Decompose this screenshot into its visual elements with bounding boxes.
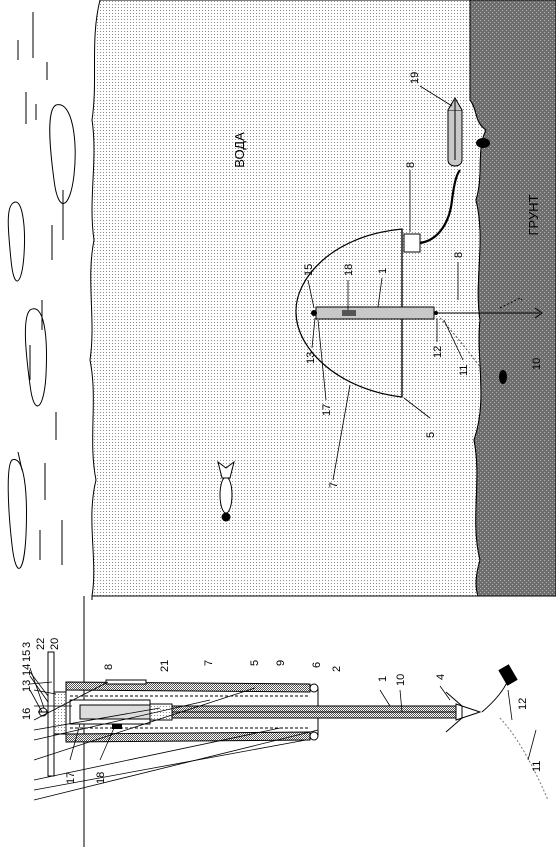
label-8: 8 bbox=[405, 162, 417, 168]
cloud-shape bbox=[49, 104, 76, 204]
label-17: 17 bbox=[321, 404, 333, 416]
ring-6 bbox=[309, 683, 319, 693]
label-9: 9 bbox=[275, 660, 287, 666]
cloud-shape bbox=[24, 308, 47, 407]
label-21: 21 bbox=[159, 660, 171, 672]
cloud-shape bbox=[7, 201, 25, 282]
sensor-module bbox=[403, 233, 421, 253]
label-13: 13 bbox=[305, 352, 317, 364]
ground-region bbox=[469, 0, 556, 597]
label-15: 15 bbox=[303, 264, 315, 276]
cloud-shape bbox=[17, 451, 23, 471]
label-8: 8 bbox=[103, 664, 115, 670]
label-5: 5 bbox=[249, 660, 261, 666]
label-7: 7 bbox=[328, 482, 340, 488]
probe-inner bbox=[342, 310, 356, 316]
probe-tube bbox=[315, 306, 435, 320]
label-13: 13 bbox=[21, 680, 33, 692]
label-14: 14 bbox=[21, 664, 33, 676]
label-6: 6 bbox=[311, 662, 323, 668]
label-22: 22 bbox=[35, 638, 47, 650]
rock-shape bbox=[499, 370, 507, 384]
label-1: 1 bbox=[377, 676, 389, 682]
label-10: 10 bbox=[395, 674, 407, 686]
label-10: 10 bbox=[531, 358, 543, 370]
tip-flange bbox=[445, 691, 463, 733]
cap-plate bbox=[47, 651, 55, 777]
scene-figure: ВОДА ГРУНТ 19 8 8 15 18 1 13 17 12 11 10… bbox=[7, 0, 556, 847]
label-11: 11 bbox=[531, 761, 543, 772]
label-4: 4 bbox=[435, 674, 447, 680]
mast-8 bbox=[105, 679, 147, 685]
detail-figure: 16 13 14 15 3 22 20 8 21 7 5 9 6 2 1 10 … bbox=[21, 638, 549, 801]
tether-line bbox=[439, 317, 491, 381]
diver-figure bbox=[217, 460, 235, 522]
label-2: 2 bbox=[331, 666, 343, 672]
cap-plug bbox=[53, 691, 67, 735]
label-12: 12 bbox=[432, 346, 444, 358]
label-7: 7 bbox=[203, 660, 215, 666]
label-20: 20 bbox=[49, 638, 61, 650]
label-5: 5 bbox=[425, 432, 437, 438]
label-16: 16 bbox=[21, 708, 33, 720]
water-label: ВОДА bbox=[232, 132, 247, 168]
label-12: 12 bbox=[517, 698, 529, 710]
float-12 bbox=[498, 664, 518, 686]
ground-label: ГРУНТ bbox=[526, 194, 541, 235]
outer-housing bbox=[65, 681, 311, 693]
label-19: 19 bbox=[409, 72, 421, 84]
tether-11 bbox=[481, 679, 509, 713]
label-3: 3 bbox=[21, 642, 33, 648]
anchor-arrow bbox=[534, 307, 543, 319]
label-18: 18 bbox=[343, 264, 355, 276]
label-17: 17 bbox=[65, 772, 77, 784]
label-15: 15 bbox=[21, 650, 33, 662]
rock-shape bbox=[476, 138, 490, 148]
surface-area bbox=[7, 12, 76, 569]
anchor-mark bbox=[499, 297, 523, 309]
water-region bbox=[89, 0, 487, 597]
label-8: 8 bbox=[453, 252, 465, 258]
element-18 bbox=[112, 724, 122, 729]
element-21 bbox=[149, 703, 173, 721]
label-18: 18 bbox=[95, 772, 107, 784]
label-1: 1 bbox=[377, 268, 389, 274]
chamber-inner bbox=[79, 704, 151, 720]
probe-head bbox=[311, 310, 317, 316]
rod-tip bbox=[455, 703, 482, 721]
cloud-shape bbox=[7, 459, 27, 569]
tether-11 bbox=[499, 717, 549, 801]
cable bbox=[419, 169, 461, 245]
outer-housing bbox=[65, 731, 311, 743]
ring-6 bbox=[309, 731, 319, 741]
label-11: 11 bbox=[458, 365, 470, 376]
